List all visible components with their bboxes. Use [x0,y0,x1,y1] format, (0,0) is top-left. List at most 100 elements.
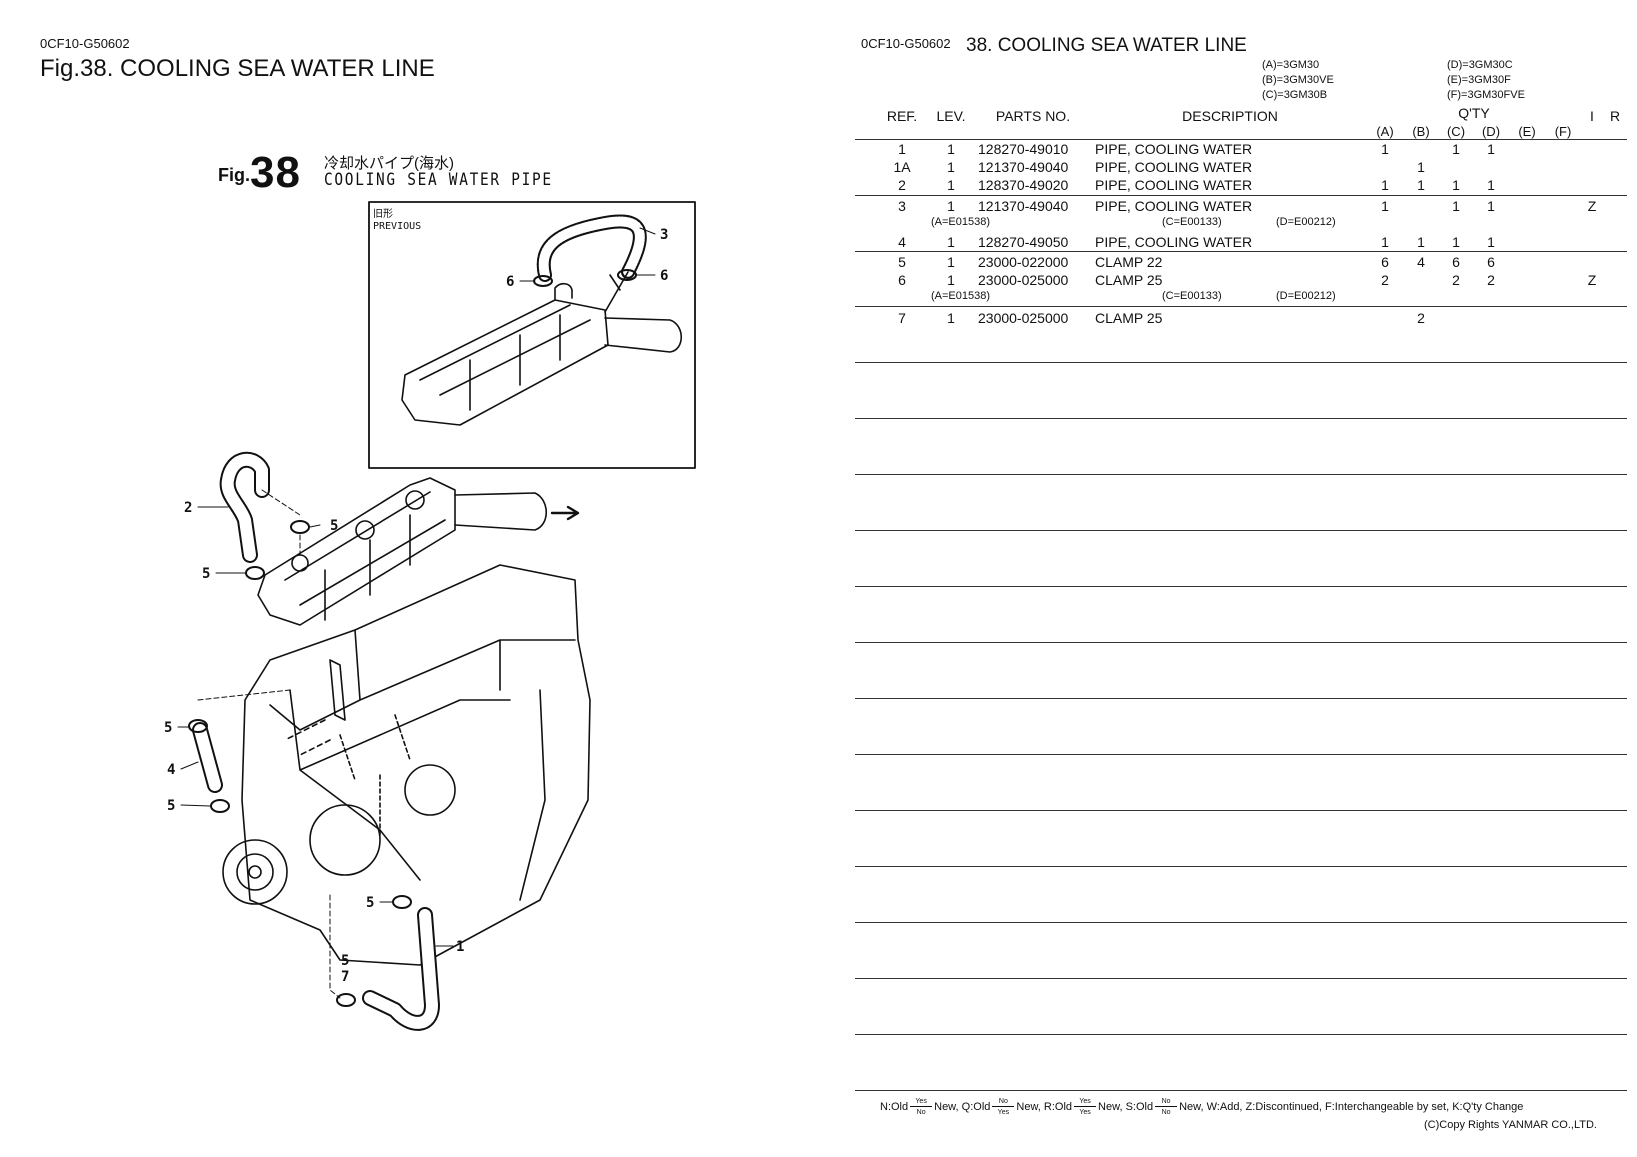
parts-no-cell: 23000-025000 [978,272,1069,288]
lev-cell: 1 [947,159,955,175]
group-divider [855,306,1627,307]
empty-row-line [855,698,1627,699]
empty-row-line [855,1034,1627,1035]
header-ref: REF. [886,108,918,124]
pipe-1 [362,907,440,1031]
header-parts-no: PARTS NO. [995,108,1071,124]
serial-note: (D=E00212) [1276,290,1336,302]
figure-page-title: Fig.38. COOLING SEA WATER LINE [40,55,435,82]
callout-5: 5 [164,720,172,736]
qty-cell: 1 [1452,234,1460,250]
empty-row-line [855,1090,1627,1091]
legend-post: New, [934,1100,959,1113]
qty-cell: 1 [1487,198,1495,214]
lev-cell: 1 [947,177,955,193]
engine-block [222,564,591,966]
description-cell: PIPE, COOLING WATER [1095,198,1253,214]
header-divider [855,139,1627,140]
parts-no-cell: 128270-49050 [978,234,1069,250]
previous-inset-box [368,201,696,469]
qty-cell: 1 [1452,177,1460,193]
interchange-cell: Z [1587,198,1597,214]
legend-pre: Q:Old [961,1100,991,1113]
previous-valve-cover [401,271,683,426]
model-b: (B)=3GM30VE [1262,74,1334,86]
description-cell: PIPE, COOLING WATER [1095,159,1253,175]
parts-no-cell: 23000-022000 [978,254,1069,270]
qty-cell: 1 [1452,198,1460,214]
ref-cell: 4 [898,234,906,250]
header-lev: LEV. [936,108,966,124]
arrow-bottom-label: No [1161,1109,1171,1116]
callout-5: 5 [202,566,210,582]
qty-cell: 1 [1452,141,1460,157]
model-a: (A)=3GM30 [1262,59,1320,71]
header-i: I [1590,108,1594,124]
serial-note: (A=E01538) [931,216,991,228]
qty-cell: 1 [1417,234,1425,250]
model-c: (C)=3GM30B [1262,89,1328,101]
empty-row-line [855,810,1627,811]
header-qty-col: (A) [1376,124,1394,139]
qty-cell: 1 [1487,177,1495,193]
model-f: (F)=3GM30FVE [1447,89,1525,101]
arrow-bottom-label: Yes [997,1109,1010,1116]
parts-no-cell: 121370-49040 [978,159,1069,175]
description-cell: CLAMP 25 [1095,310,1163,326]
header-qty-col: (B) [1412,124,1430,139]
model-e: (E)=3GM30F [1447,74,1511,86]
qty-cell: 1 [1381,141,1389,157]
qty-cell: 4 [1417,254,1425,270]
valve-cover [257,477,548,626]
callout-1: 1 [456,939,464,955]
exploded-parts-diagram: 旧形 PREVIOUS [164,201,696,1031]
callout-7: 7 [341,969,349,985]
callout-5: 5 [330,518,338,534]
fig-label: Fig. [218,165,250,185]
arrow-bottom-label: Yes [1079,1109,1091,1116]
ref-cell: 3 [898,198,906,214]
arrow-top-label: Yes [1079,1098,1091,1105]
empty-row-line [855,866,1627,867]
qty-cell: 1 [1381,198,1389,214]
qty-cell: 2 [1417,310,1425,326]
serial-note: (A=E01538) [931,290,991,302]
description-cell: CLAMP 25 [1095,272,1163,288]
parts-no-cell: 128370-49020 [978,177,1069,193]
parts-no-cell: 128270-49010 [978,141,1069,157]
legend-pre: R:Old [1043,1100,1073,1113]
lev-cell: 1 [947,141,955,157]
group-divider [855,251,1627,252]
header-description: DESCRIPTION [1182,108,1278,124]
header-qty-col: (F) [1554,124,1572,139]
empty-row-line [855,474,1627,475]
legend-pre: S:Old [1125,1100,1154,1113]
empty-row-line [855,418,1627,419]
pipe-4 [192,722,223,793]
ref-cell: 7 [898,310,906,326]
qty-cell: 1 [1487,234,1495,250]
serial-note: (C=E00133) [1162,290,1222,302]
left-doc-id: 0CF10-G50602 [40,36,130,51]
qty-cell: 6 [1452,254,1460,270]
header-qty-col: (E) [1518,124,1536,139]
ref-cell: 1A [893,159,911,175]
arrow-top-label: No [998,1098,1008,1105]
arrow-top-label: Yes [915,1098,927,1105]
qty-cell: 1 [1417,177,1425,193]
callout-6: 6 [506,274,514,290]
empty-row-line [855,978,1627,979]
header-qty: Q'TY [1458,105,1490,121]
ref-cell: 6 [898,272,906,288]
qty-cell: 1 [1381,234,1389,250]
qty-cell: 1 [1381,177,1389,193]
empty-row-line [855,754,1627,755]
ref-cell: 2 [898,177,906,193]
empty-row-line [855,922,1627,923]
fig-title-en: COOLING SEA WATER PIPE [324,170,553,190]
previous-pipe-3 [536,214,647,282]
